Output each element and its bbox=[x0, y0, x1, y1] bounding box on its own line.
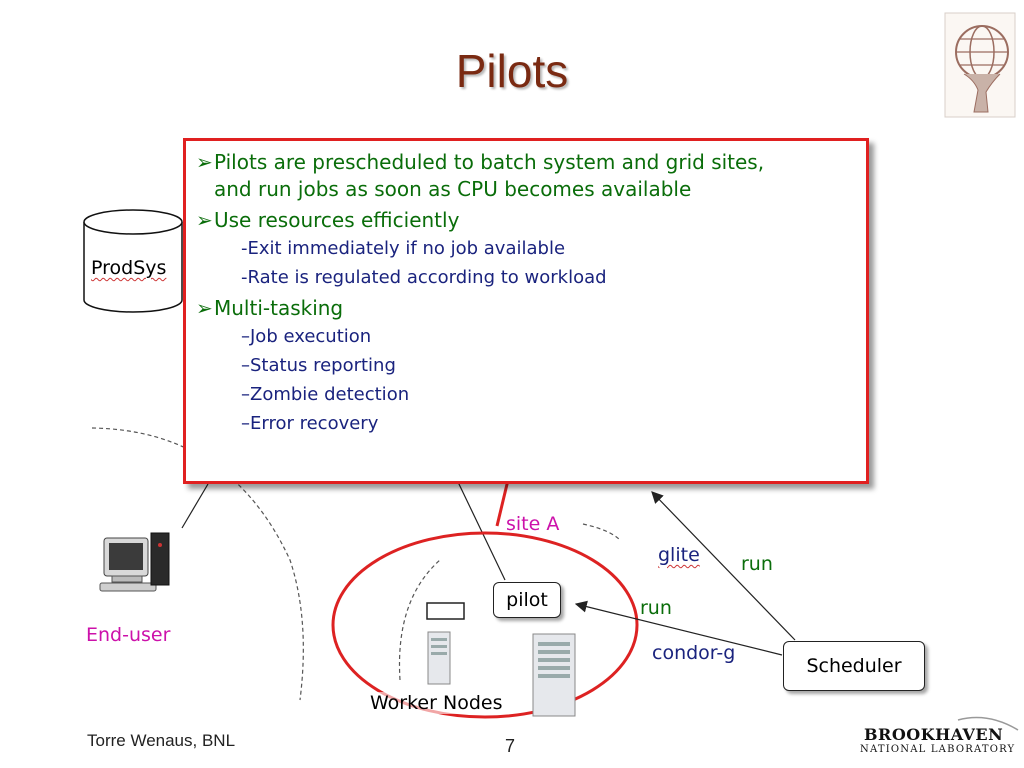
arrow-bullet-icon: ➢ bbox=[196, 208, 213, 232]
site-a-label: site A bbox=[506, 513, 560, 535]
site-connector bbox=[495, 479, 510, 527]
glite-arrow bbox=[651, 491, 796, 641]
bullet-line: Use resources efficiently bbox=[214, 208, 460, 232]
scheduler-label: Scheduler bbox=[806, 655, 902, 677]
bullet-line: Multi-tasking bbox=[214, 296, 344, 320]
worker-nodes-label: Worker Nodes bbox=[370, 692, 503, 714]
run-label-top: run bbox=[741, 553, 773, 575]
dashed-arc-site bbox=[582, 523, 621, 541]
pilot-box: pilot bbox=[493, 582, 561, 618]
node-slot bbox=[426, 602, 465, 620]
footer-author: Torre Wenaus, BNL bbox=[87, 731, 236, 750]
bullet-line: Pilots are prescheduled to batch system … bbox=[214, 150, 765, 174]
worker-nodes-ellipse bbox=[331, 531, 639, 719]
scheduler-box: Scheduler bbox=[783, 641, 925, 691]
server-tower-icon bbox=[427, 631, 451, 685]
pilot-label: pilot bbox=[506, 589, 548, 611]
sub-item: –Zombie detection bbox=[241, 384, 410, 405]
bnl-logo-subtitle: NATIONAL LABORATORY bbox=[860, 744, 1016, 755]
brookhaven-swoosh-icon bbox=[957, 716, 1019, 731]
sub-item: -Exit immediately if no job available bbox=[241, 238, 566, 259]
bnl-logo-name: BROOKHAVEN bbox=[864, 725, 1004, 744]
bullet-item: ➢ Multi-tasking bbox=[186, 295, 866, 322]
atlas-logo-icon bbox=[944, 12, 1016, 118]
sub-item: –Status reporting bbox=[241, 355, 396, 376]
database-cylinder-icon bbox=[83, 209, 183, 313]
condor-g-label: condor-g bbox=[652, 642, 736, 664]
enduser-connector bbox=[181, 483, 209, 529]
glite-label: glite bbox=[658, 544, 700, 566]
dashed-arc-inner bbox=[398, 559, 441, 681]
sub-item: –Error recovery bbox=[241, 413, 379, 434]
prodsys-label: ProdSys bbox=[91, 257, 167, 279]
condor-arrow bbox=[574, 600, 783, 656]
bullet-line: and run jobs as soon as CPU becomes avai… bbox=[214, 177, 692, 201]
sub-item: –Job execution bbox=[241, 326, 372, 347]
desktop-computer-icon bbox=[99, 532, 170, 592]
sub-item: -Rate is regulated according to workload bbox=[241, 267, 607, 288]
arrow-bullet-icon: ➢ bbox=[196, 150, 213, 174]
bullet-item: ➢ Use resources efficiently bbox=[186, 207, 866, 234]
end-user-label: End-user bbox=[86, 624, 171, 646]
bullet-item: ➢ Pilots are prescheduled to batch syste… bbox=[186, 149, 866, 203]
slide-title: Pilots bbox=[455, 45, 569, 97]
callout-box: ➢ Pilots are prescheduled to batch syste… bbox=[183, 138, 869, 484]
dashed-arc-left bbox=[91, 427, 304, 701]
arrow-bullet-icon: ➢ bbox=[196, 296, 213, 320]
server-tower-icon bbox=[532, 633, 576, 717]
run-label-mid: run bbox=[640, 597, 672, 619]
page-number: 7 bbox=[505, 736, 516, 756]
pilot-connector bbox=[457, 481, 506, 581]
